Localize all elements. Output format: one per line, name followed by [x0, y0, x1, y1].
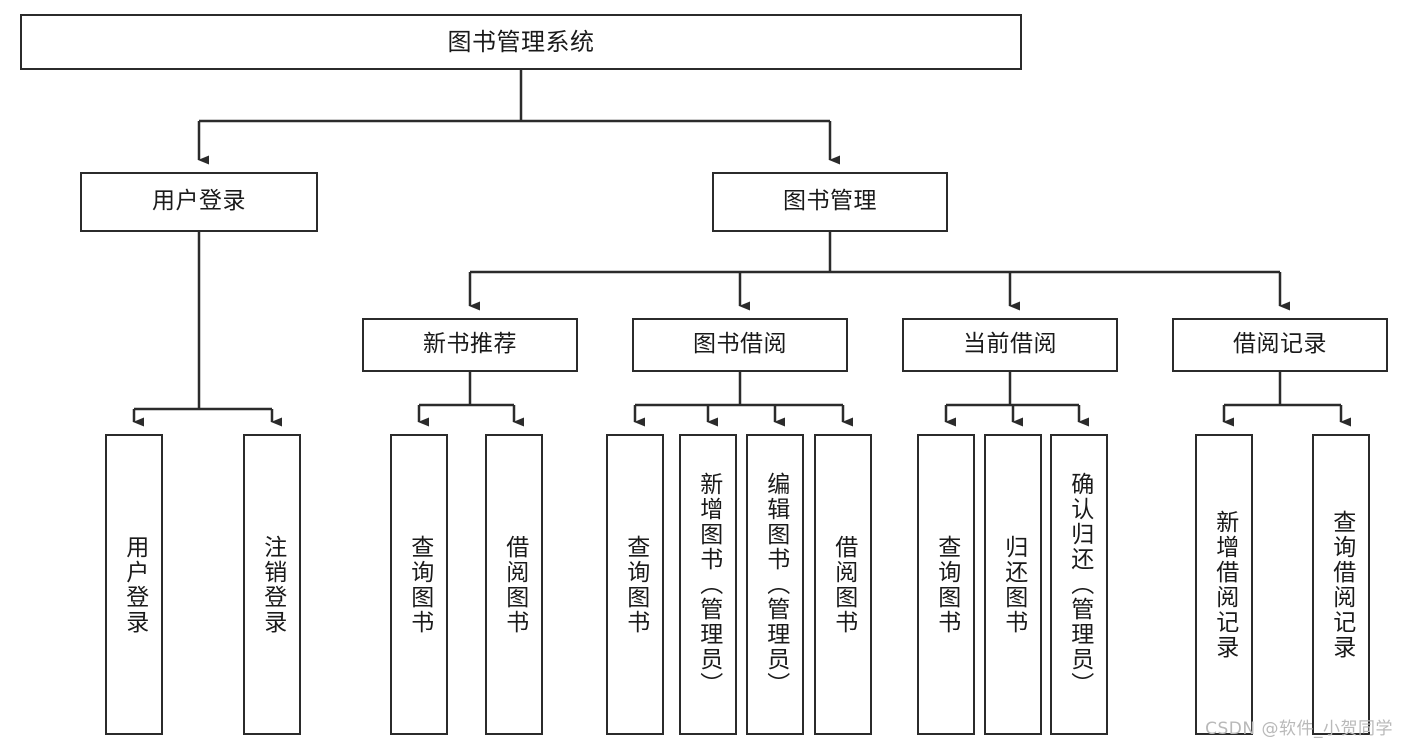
node-leaf-user-login-label: 用户登录 — [121, 534, 148, 635]
node-leaf-query-borrow-record-label: 查询借阅记录 — [1328, 509, 1355, 660]
node-leaf-query-books-borrow[interactable]: 查询图书 — [606, 434, 664, 735]
node-leaf-borrow-books-recommend-label: 借阅图书 — [501, 534, 528, 635]
node-leaf-edit-book-admin[interactable]: 编辑图书（管理员） — [746, 434, 804, 735]
node-leaf-return-books[interactable]: 归还图书 — [984, 434, 1042, 735]
node-book-borrow[interactable]: 图书借阅 — [632, 318, 848, 372]
node-leaf-add-borrow-record-label: 新增借阅记录 — [1211, 509, 1238, 660]
node-new-book-recommend-label: 新书推荐 — [423, 331, 517, 358]
node-leaf-add-book-admin-label: 新增图书（管理员） — [695, 472, 722, 697]
node-user-login-label: 用户登录 — [152, 188, 246, 215]
node-root-label: 图书管理系统 — [447, 27, 595, 56]
node-leaf-confirm-return-admin[interactable]: 确认归还（管理员） — [1050, 434, 1108, 735]
node-current-borrow[interactable]: 当前借阅 — [902, 318, 1118, 372]
node-leaf-query-borrow-record[interactable]: 查询借阅记录 — [1312, 434, 1370, 735]
node-leaf-borrow-books-label: 借阅图书 — [830, 534, 857, 635]
node-new-book-recommend[interactable]: 新书推荐 — [362, 318, 578, 372]
node-book-management[interactable]: 图书管理 — [712, 172, 948, 232]
node-leaf-query-books-current[interactable]: 查询图书 — [917, 434, 975, 735]
node-user-login[interactable]: 用户登录 — [80, 172, 318, 232]
node-leaf-borrow-books-recommend[interactable]: 借阅图书 — [485, 434, 543, 735]
node-leaf-query-books-recommend-label: 查询图书 — [406, 534, 433, 635]
node-current-borrow-label: 当前借阅 — [963, 331, 1057, 358]
node-leaf-user-logout[interactable]: 注销登录 — [243, 434, 301, 735]
node-borrow-records-label: 借阅记录 — [1233, 331, 1327, 358]
node-root[interactable]: 图书管理系统 — [20, 14, 1022, 70]
node-leaf-add-borrow-record[interactable]: 新增借阅记录 — [1195, 434, 1253, 735]
node-leaf-query-books-recommend[interactable]: 查询图书 — [390, 434, 448, 735]
node-leaf-add-book-admin[interactable]: 新增图书（管理员） — [679, 434, 737, 735]
node-leaf-user-login[interactable]: 用户登录 — [105, 434, 163, 735]
node-leaf-confirm-return-admin-label: 确认归还（管理员） — [1066, 472, 1093, 697]
node-leaf-query-books-borrow-label: 查询图书 — [622, 534, 649, 635]
csdn-watermark: CSDN @软件_小贺同学 — [1205, 719, 1393, 739]
node-leaf-user-logout-label: 注销登录 — [259, 534, 286, 635]
node-borrow-records[interactable]: 借阅记录 — [1172, 318, 1388, 372]
node-book-borrow-label: 图书借阅 — [693, 331, 787, 358]
node-leaf-edit-book-admin-label: 编辑图书（管理员） — [762, 472, 789, 697]
node-book-management-label: 图书管理 — [783, 188, 877, 215]
node-leaf-query-books-current-label: 查询图书 — [933, 534, 960, 635]
node-leaf-return-books-label: 归还图书 — [1000, 534, 1027, 635]
node-leaf-borrow-books[interactable]: 借阅图书 — [814, 434, 872, 735]
